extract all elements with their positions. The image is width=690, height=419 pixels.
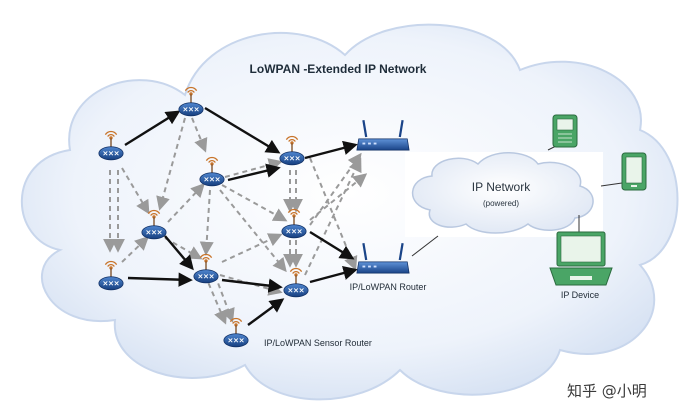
router-label: IP/LoWPAN Router (350, 282, 427, 292)
watermark: 知乎 @小明 (567, 382, 647, 400)
ip-network-sub-label: (powered) (483, 199, 519, 208)
ip-device-label: IP Device (561, 290, 599, 300)
diagram-title: LoWPAN -Extended IP Network (250, 62, 427, 76)
ip-network-label: IP Network (472, 180, 531, 194)
device-links (411, 144, 623, 257)
laptop-icon (549, 231, 613, 286)
pda-icon (552, 114, 578, 148)
sensor-router-label: IP/LoWPAN Sensor Router (264, 338, 372, 348)
dashed-links (103, 117, 368, 325)
phone-icon (621, 152, 647, 191)
solid-links (124, 106, 358, 326)
ip-network-cloud (411, 152, 594, 234)
